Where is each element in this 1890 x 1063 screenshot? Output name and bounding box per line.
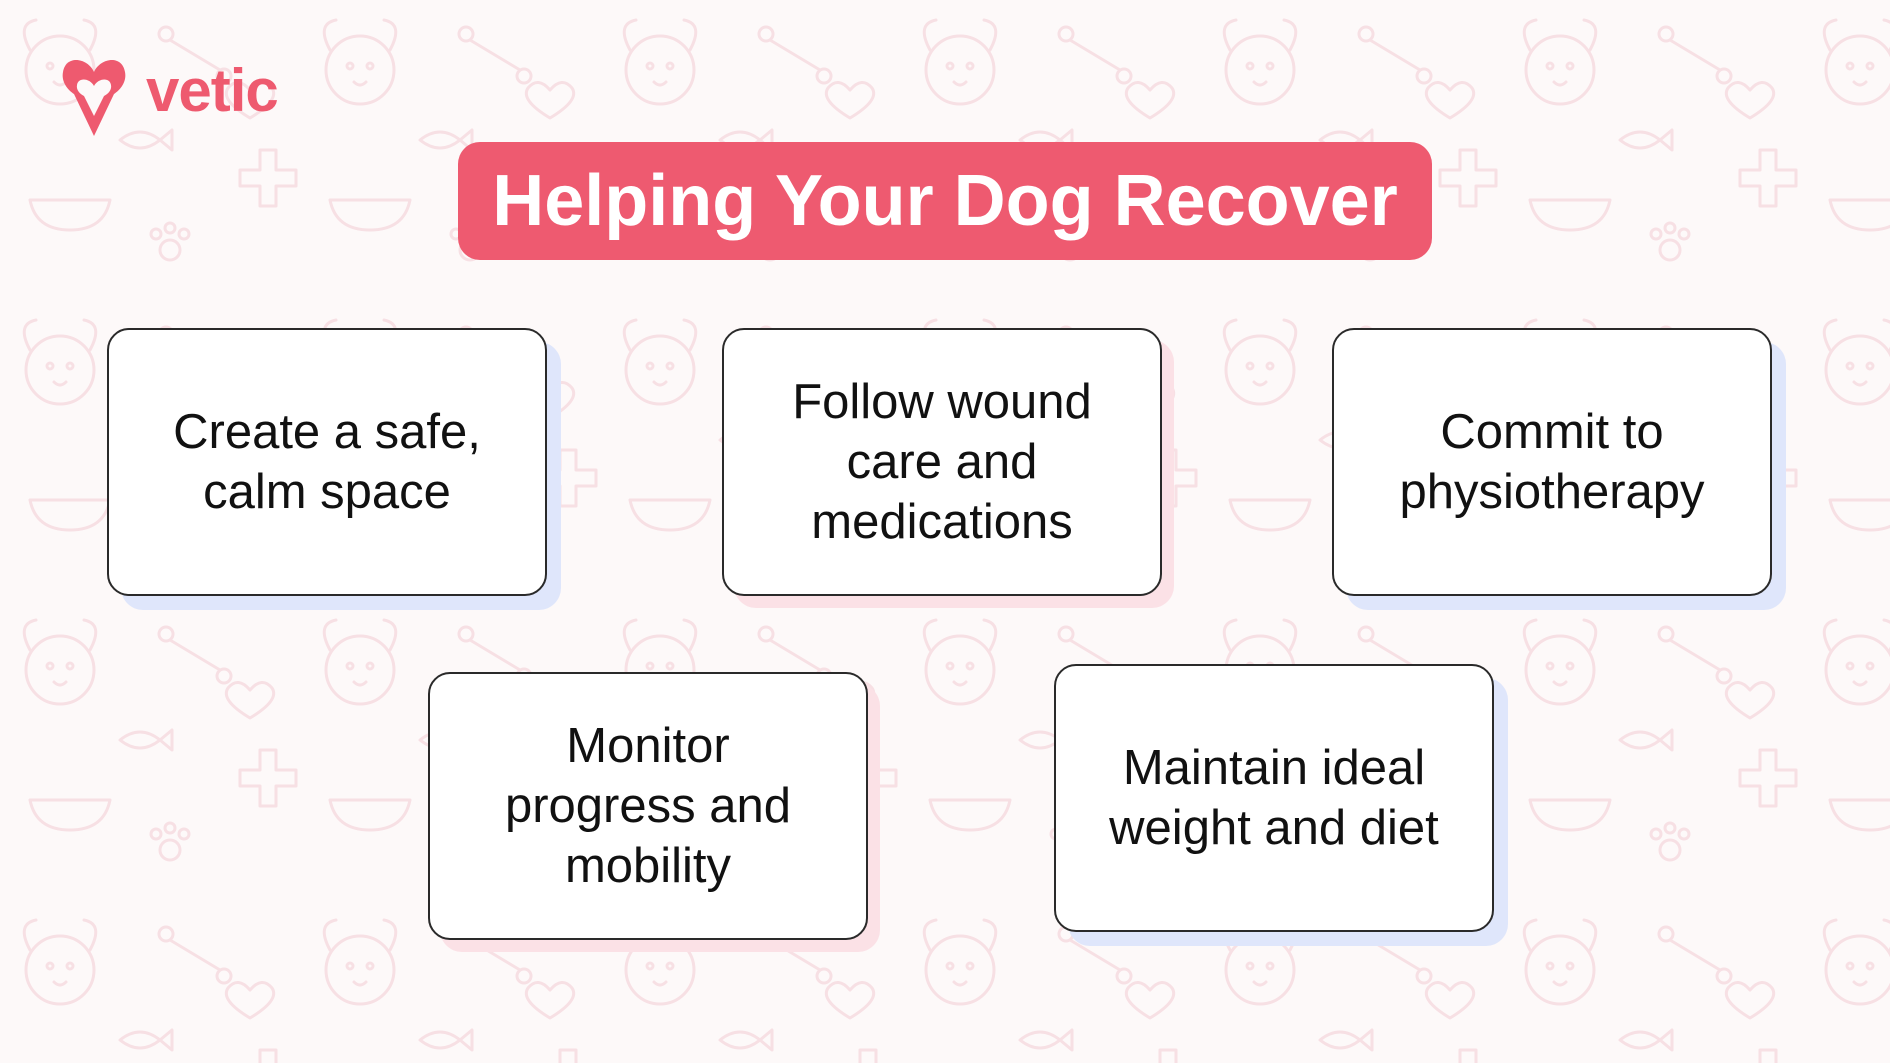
step-text: Maintain ideal weight and diet: [1109, 741, 1439, 855]
page-title: Helping Your Dog Recover: [492, 161, 1398, 241]
step-text: Follow wound care and medications: [792, 375, 1092, 549]
heart-v-logo-icon: [62, 59, 126, 136]
title-banner: Helping Your Dog Recover: [458, 142, 1432, 260]
step-card-monitor-progress: Monitor progress and mobility: [428, 672, 868, 940]
step-text: Create a safe, calm space: [173, 405, 481, 519]
step-card-physiotherapy: Commit to physiotherapy: [1332, 328, 1772, 596]
vetic-logo: vetic: [58, 50, 279, 140]
step-text: Commit to physiotherapy: [1399, 405, 1705, 519]
step-card-weight-diet: Maintain ideal weight and diet: [1054, 664, 1494, 932]
step-card-wound-care: Follow wound care and medications: [722, 328, 1162, 596]
step-text: Monitor progress and mobility: [504, 719, 791, 893]
brand-name: vetic: [146, 57, 279, 124]
step-card-safe-space: Create a safe, calm space: [107, 328, 547, 596]
